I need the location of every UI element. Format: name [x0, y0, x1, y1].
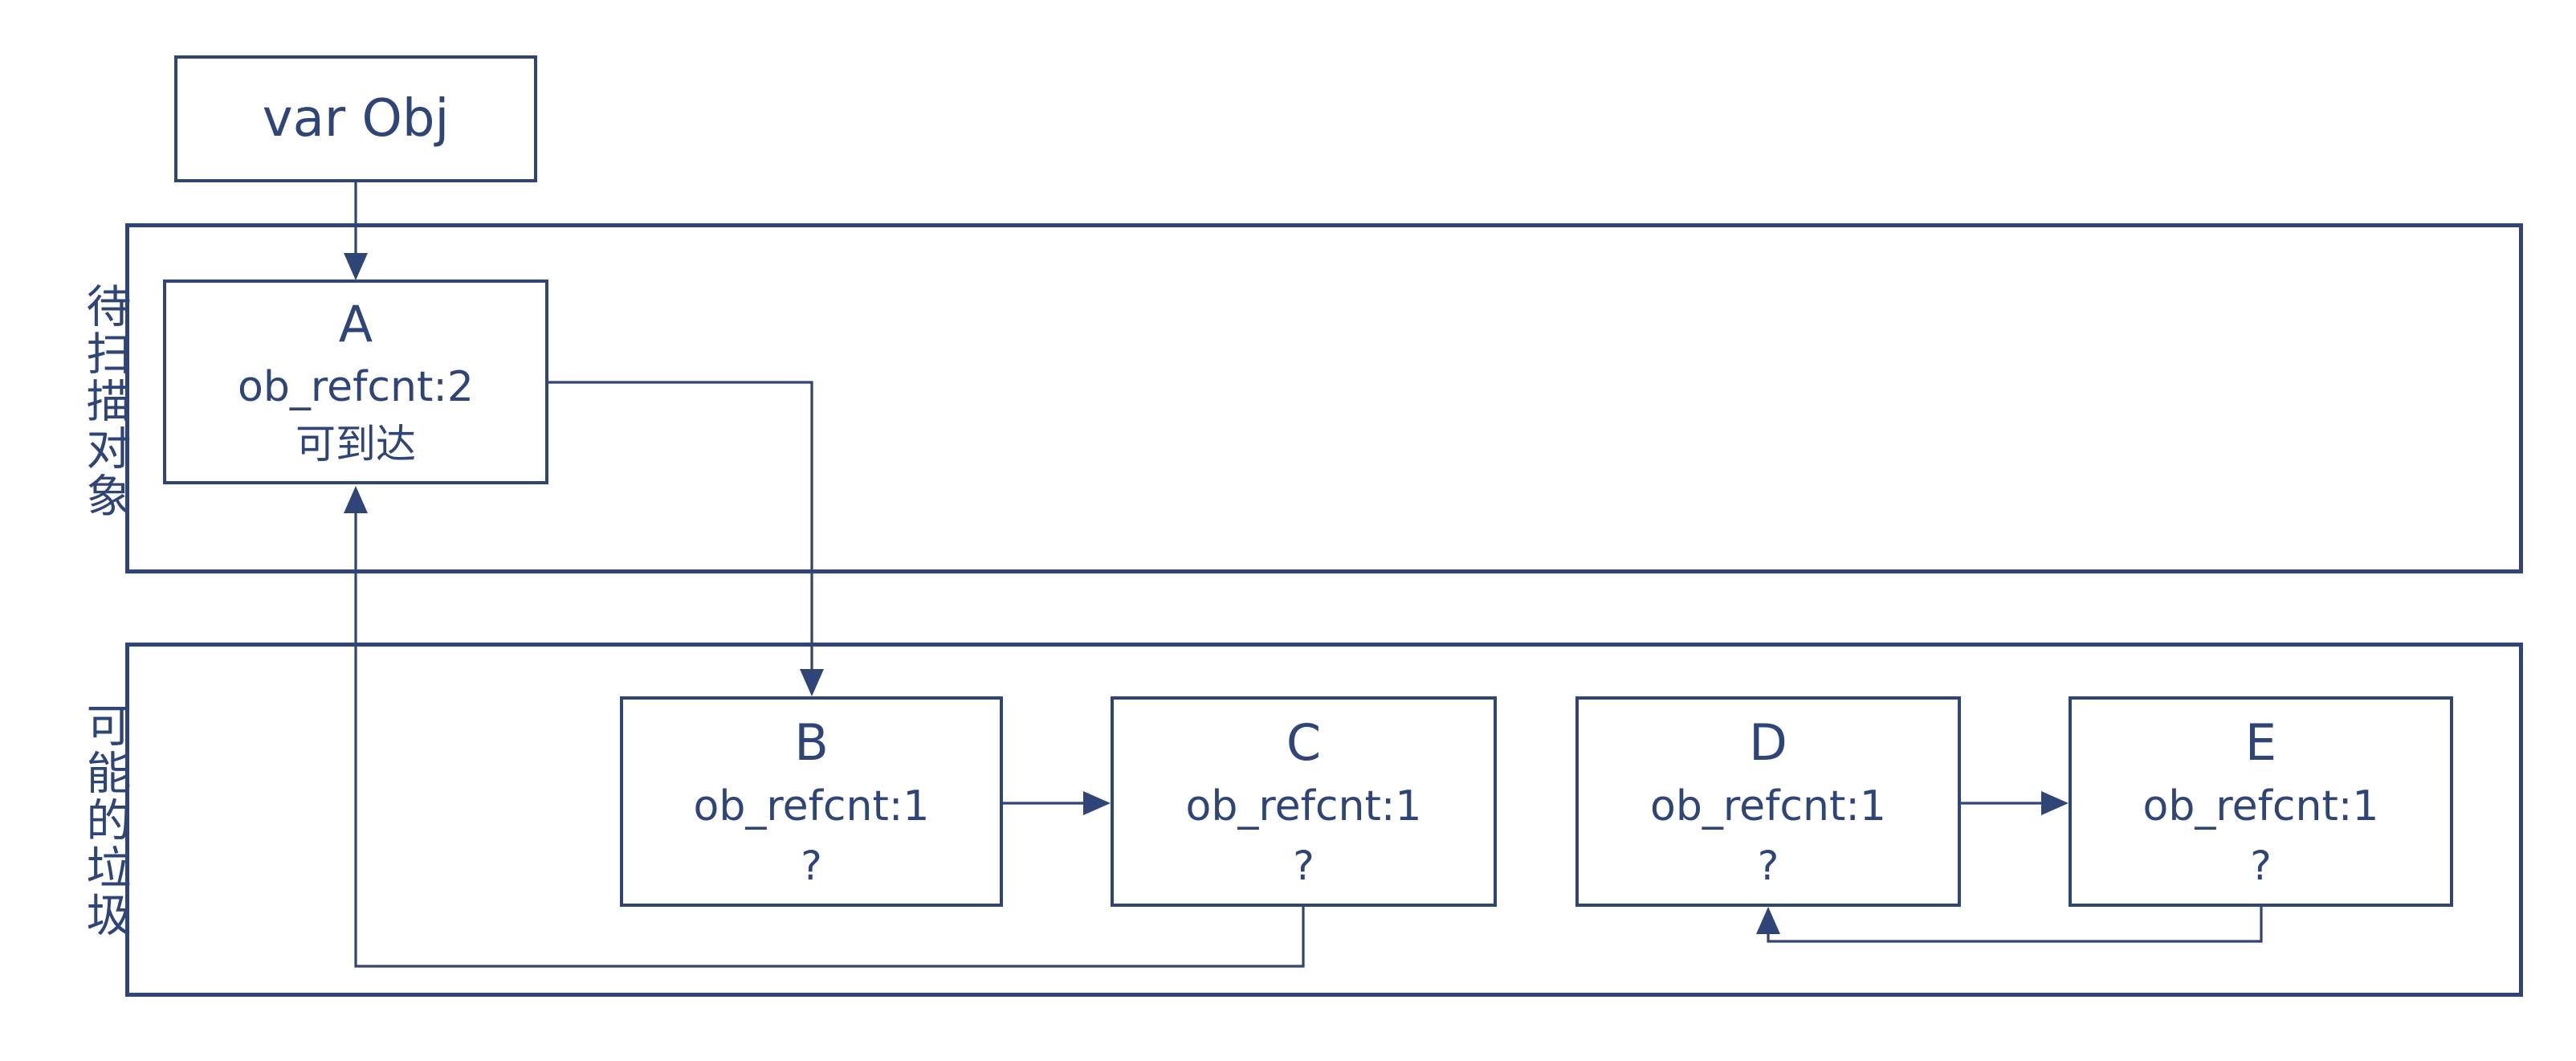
- node-C-refcnt: ob_refcnt:1: [1185, 782, 1422, 830]
- zone-possible-garbage: [125, 643, 2523, 997]
- zone-pending-scan: [125, 223, 2523, 573]
- node-C: C ob_refcnt:1 ?: [1111, 696, 1497, 907]
- node-B-status: ?: [801, 842, 822, 889]
- node-D-refcnt: ob_refcnt:1: [1650, 782, 1886, 830]
- node-B-title: B: [794, 712, 829, 772]
- node-E-refcnt: ob_refcnt:1: [2142, 782, 2379, 830]
- node-A-title: A: [338, 294, 373, 353]
- var-obj-label: var Obj: [262, 89, 450, 149]
- node-E: E ob_refcnt:1 ?: [2069, 696, 2453, 907]
- node-A: A ob_refcnt:2 可到达: [163, 280, 548, 484]
- node-D-status: ?: [1757, 842, 1779, 889]
- zone-pending-scan-label: 待扫描对象: [79, 283, 131, 520]
- zone-possible-garbage-label: 可能的垃圾: [79, 702, 131, 939]
- node-E-title: E: [2244, 712, 2277, 772]
- node-D-title: D: [1749, 712, 1787, 772]
- node-B: B ob_refcnt:1 ?: [620, 696, 1003, 907]
- node-C-status: ?: [1293, 842, 1314, 889]
- node-B-refcnt: ob_refcnt:1: [693, 782, 930, 830]
- var-obj-box: var Obj: [174, 55, 537, 182]
- node-E-status: ?: [2250, 842, 2272, 889]
- node-D: D ob_refcnt:1 ?: [1575, 696, 1961, 907]
- node-A-refcnt: ob_refcnt:2: [238, 362, 474, 411]
- node-A-status: 可到达: [296, 421, 416, 468]
- node-C-title: C: [1286, 712, 1322, 772]
